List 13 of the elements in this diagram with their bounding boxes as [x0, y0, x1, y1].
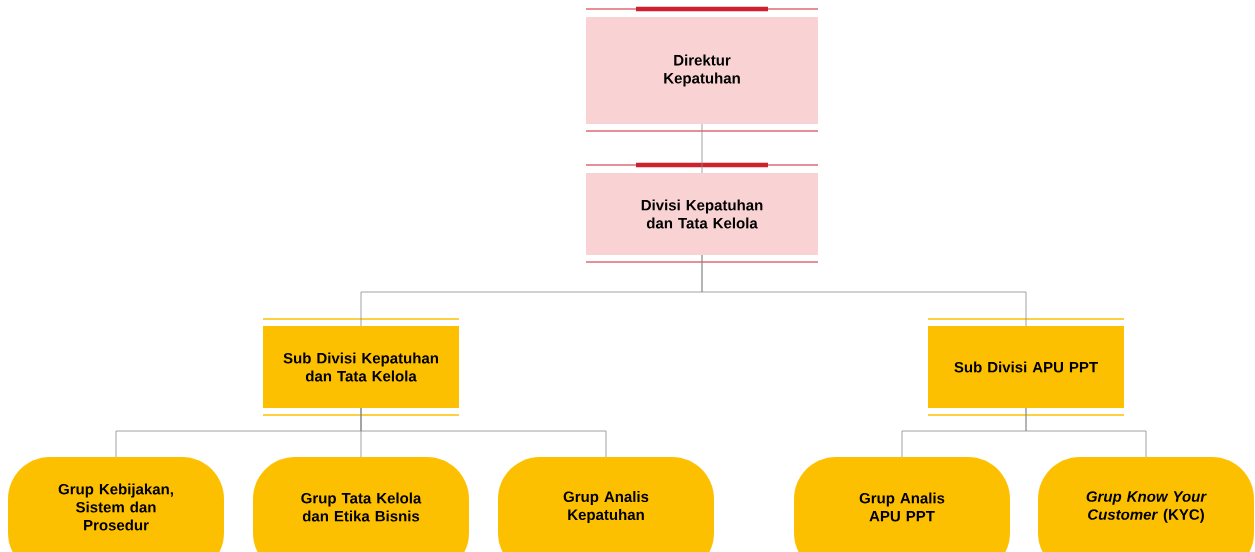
group-box: Grup Analis Kepatuhan — [498, 457, 714, 552]
title-box: Divisi Kepatuhan dan Tata Kelola — [586, 173, 818, 255]
group-box: Grup Analis APU PPT — [794, 457, 1010, 552]
group-box: Grup Kebijakan, Sistem dan Prosedur — [8, 457, 224, 552]
group-box: Grup Know Your Customer (KYC) — [1038, 457, 1254, 552]
connector — [360, 407, 607, 458]
unit-box: Sub Divisi APU PPT — [928, 326, 1124, 408]
connector — [701, 254, 1027, 327]
connector — [1025, 407, 1147, 458]
unit-box: Sub Divisi Kepatuhan dan Tata Kelola — [263, 326, 459, 408]
title-box: Direktur Kepatuhan — [586, 17, 818, 124]
group-box: Grup Tata Kelola dan Etika Bisnis — [253, 457, 469, 552]
connector — [701, 123, 703, 174]
